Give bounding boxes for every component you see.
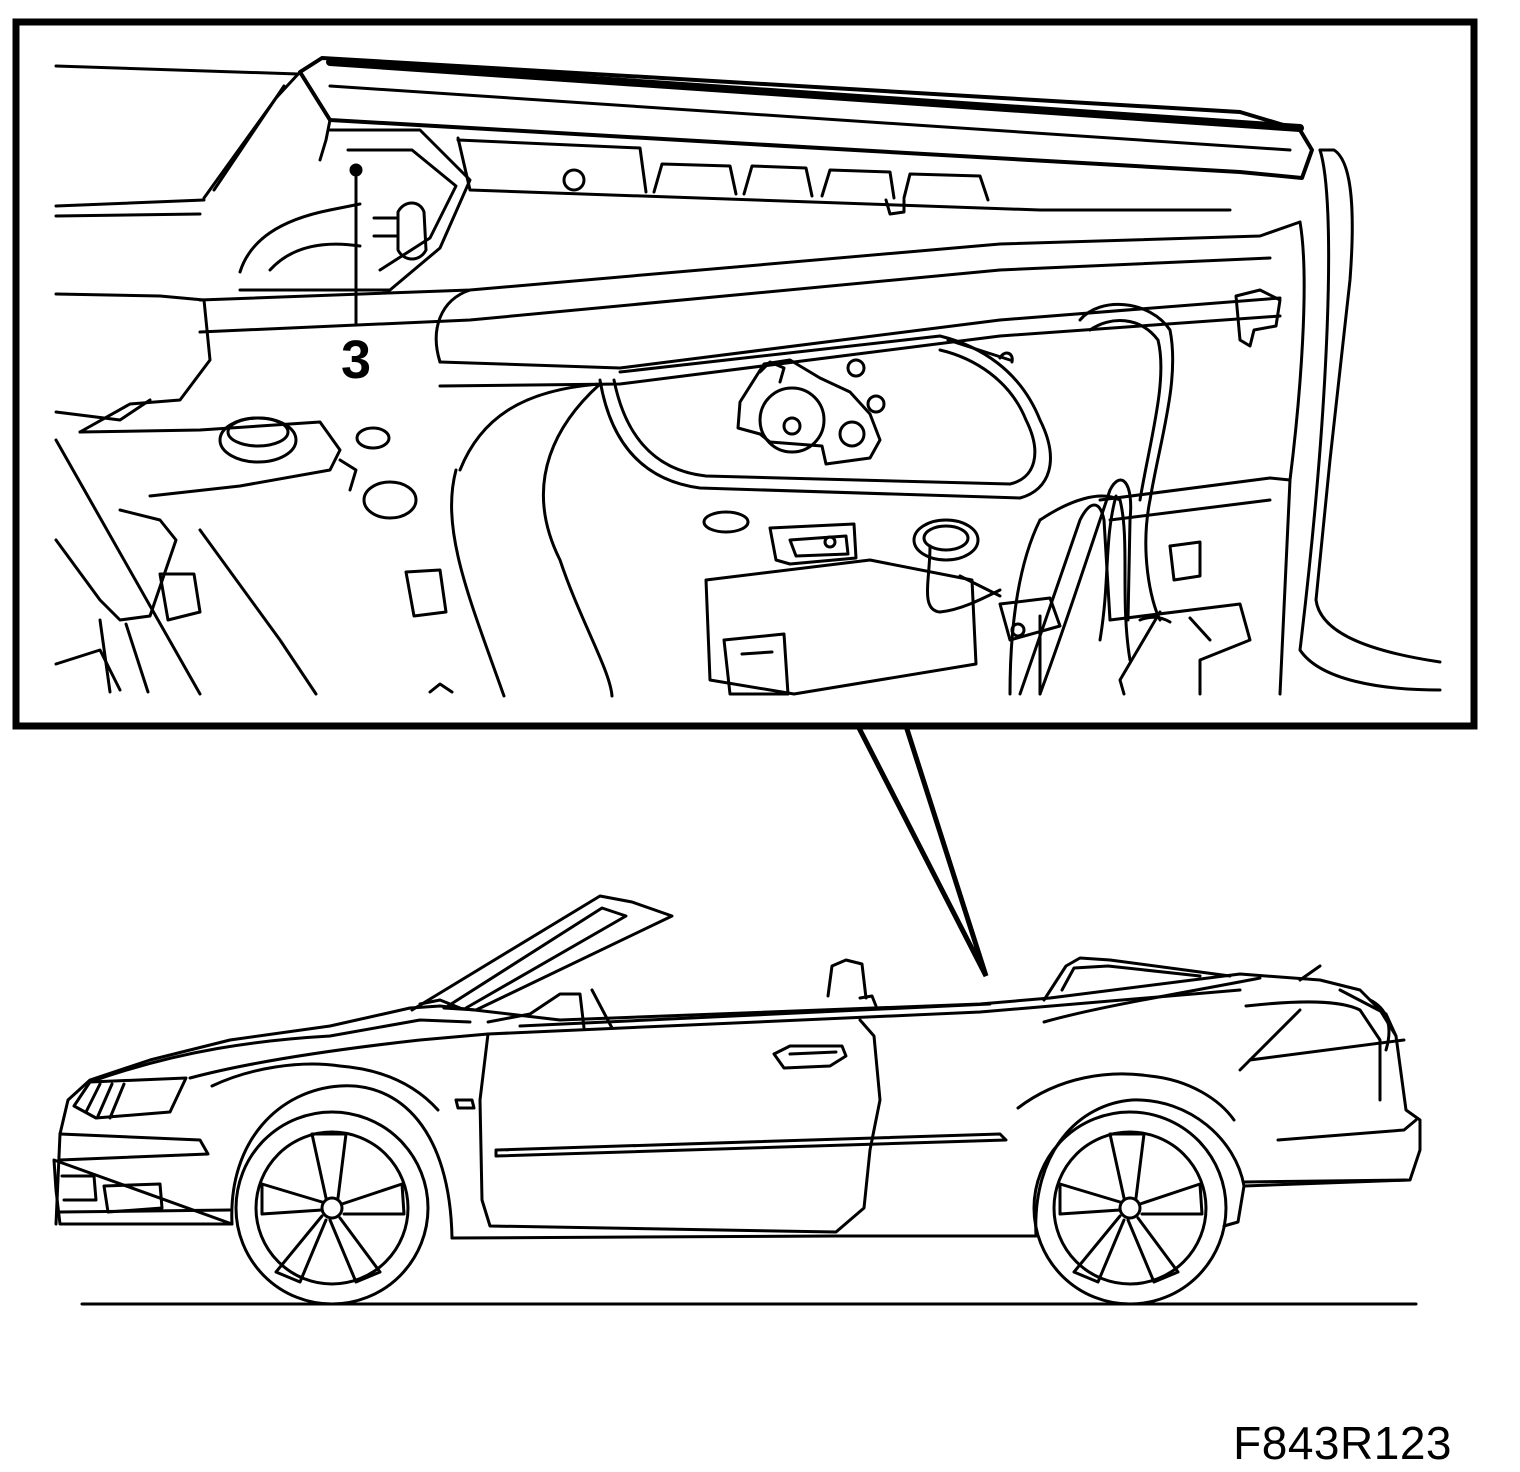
pillar-frame	[202, 70, 472, 292]
top-trim-rail	[298, 56, 1314, 180]
detail-pointer	[855, 724, 989, 978]
belt-line	[486, 988, 1242, 1036]
headlight	[72, 1076, 188, 1120]
detail-inset	[12, 18, 1478, 730]
car-side-view	[52, 894, 1422, 1306]
side-marker	[454, 1098, 476, 1110]
body-outline	[52, 972, 1422, 1240]
door	[478, 1018, 1008, 1234]
windshield	[410, 894, 674, 1030]
rear-structure	[998, 288, 1292, 696]
connecting-rods	[1018, 478, 1133, 696]
body-line-upper	[54, 64, 300, 76]
wheel-arch-curve-inner	[450, 468, 506, 698]
callout-3-label: 3	[341, 330, 371, 390]
figure-code: F843R123	[1233, 1417, 1452, 1469]
seat-headrest	[826, 958, 868, 1000]
inner-panel	[456, 136, 1232, 216]
callout-3-leader	[349, 163, 363, 326]
c-pillar	[1278, 148, 1442, 696]
door-handle	[772, 1044, 848, 1070]
rear-wheel	[1032, 1110, 1228, 1306]
inset-frame	[12, 18, 1478, 730]
front-wheel	[234, 1110, 430, 1306]
front-wheel-arch	[230, 1084, 454, 1240]
mechanism-bay	[598, 334, 1052, 566]
wheel-arch-curve	[458, 382, 614, 698]
rear-wheel-arch	[1034, 1098, 1246, 1238]
hood-line	[88, 1018, 472, 1084]
body-line-mid2	[54, 212, 202, 218]
front-bumper	[58, 1132, 210, 1162]
left-structure	[54, 292, 454, 696]
rear-deck	[1042, 956, 1398, 1102]
control-unit	[704, 544, 1002, 696]
body-line-mid	[54, 198, 206, 208]
